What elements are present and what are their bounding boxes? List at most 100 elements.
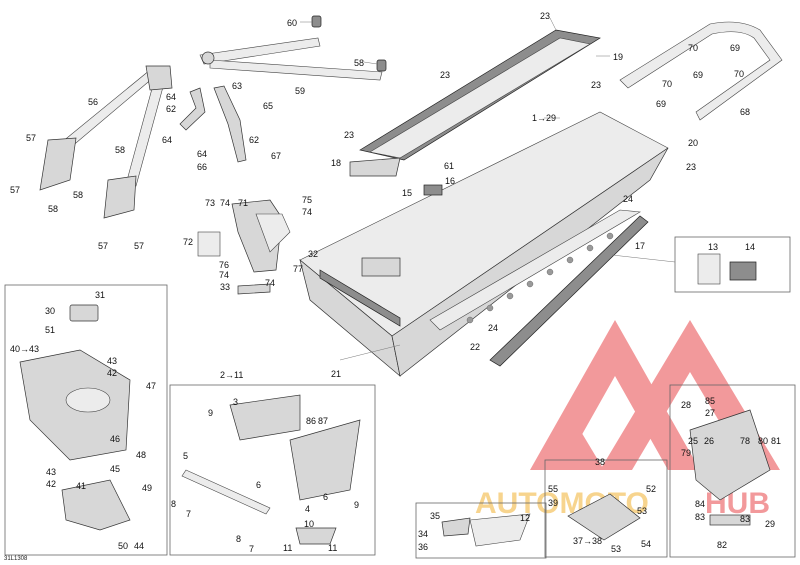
callout-c64: 42 [107, 368, 117, 378]
skid-plate-parts [181, 394, 361, 545]
callout-c77: 9 [208, 408, 213, 418]
callout-c98: 52 [646, 484, 656, 494]
bracket-assembly [197, 199, 291, 295]
callout-c76: 3 [233, 397, 238, 407]
callout-c108: 26 [704, 436, 714, 446]
callout-c96: 38 [595, 457, 605, 467]
callouts: 60 59 58 56 57 57 58 58 58 57 57 64 62 6… [10, 11, 781, 554]
box-parts-37 [544, 459, 668, 558]
callout-c17: 62 [249, 135, 259, 145]
callout-c6: 57 [10, 185, 20, 195]
callout-c8: 58 [115, 145, 125, 155]
callout-c23: 71 [238, 198, 248, 208]
callout-c3: 58 [354, 58, 364, 68]
callout-c30: 33 [220, 282, 230, 292]
callout-c103: 54 [641, 539, 651, 549]
callout-c1: 60 [287, 18, 297, 28]
callout-c56: 21 [331, 369, 341, 379]
diagram-code: 31L1308 [4, 556, 28, 562]
callout-c68: 45 [110, 464, 120, 474]
callout-c35: 23 [591, 80, 601, 90]
callout-c48: 68 [740, 107, 750, 117]
callout-c55: 22 [470, 342, 480, 352]
callout-c53: 17 [635, 241, 645, 251]
running-board-holes [466, 232, 614, 324]
callout-c106: 27 [705, 408, 715, 418]
callout-c93: 12 [520, 513, 530, 523]
callout-c58: 14 [745, 242, 755, 252]
callout-c57: 13 [708, 242, 718, 252]
callout-c7: 58 [48, 204, 58, 214]
callout-c28: 74 [219, 270, 229, 280]
leader-lines [300, 17, 676, 361]
callout-c89: 7 [249, 544, 254, 554]
callout-c15: 63 [232, 81, 242, 91]
callout-c51: 32 [308, 249, 318, 259]
callout-c113: 84 [695, 499, 705, 509]
parts-12 [441, 513, 531, 547]
front-mount-parts [19, 304, 131, 531]
callout-c83: 7 [186, 509, 191, 519]
box-parts-13-14 [674, 236, 791, 293]
callout-c40: 16 [445, 176, 455, 186]
callout-c60: 30 [45, 306, 55, 316]
callout-c73: 50 [118, 541, 128, 551]
callout-c90: 11 [283, 543, 292, 553]
callout-c38: 61 [444, 161, 454, 171]
callout-c94: 34 [418, 529, 428, 539]
callout-c116: 29 [765, 519, 775, 529]
callout-c81: 6 [256, 480, 261, 490]
callout-c107: 25 [688, 436, 698, 446]
callout-c9: 58 [73, 190, 83, 200]
callout-c54: 24 [488, 323, 498, 333]
callout-c12: 64 [166, 92, 176, 102]
callout-c42: 70 [688, 43, 698, 53]
callout-c22: 74 [220, 198, 230, 208]
callout-c102: 53 [611, 544, 621, 554]
callout-c59: 31 [95, 290, 105, 300]
callout-c46: 70 [662, 79, 672, 89]
callout-c11: 57 [134, 241, 144, 251]
callout-c112: 79 [681, 448, 691, 458]
callout-c52: 24 [623, 194, 633, 204]
callout-c72: 49 [142, 483, 152, 493]
callout-c24: 72 [183, 237, 193, 247]
callout-c34: 23 [440, 70, 450, 80]
callout-c109: 78 [740, 436, 750, 446]
rear-bumper [619, 21, 783, 121]
callout-c80: 5 [183, 451, 188, 461]
callout-c33: 19 [613, 52, 623, 62]
callout-c13: 62 [166, 104, 176, 114]
box-skid-plate [169, 384, 376, 556]
callout-c87: 10 [304, 519, 314, 529]
callout-c32: 23 [540, 11, 550, 21]
callout-c85: 6 [323, 492, 328, 502]
callout-c70: 42 [46, 479, 56, 489]
callout-c92: 35 [430, 511, 440, 521]
suspension-frame [39, 65, 173, 219]
callout-c14: 64 [162, 135, 172, 145]
callout-c26: 74 [302, 207, 312, 217]
callout-c50: 23 [686, 162, 696, 172]
parts-37 [567, 493, 641, 541]
callout-c65: 47 [146, 381, 156, 391]
callout-c101: 37→38 [573, 536, 602, 546]
callout-c115: 83 [740, 514, 750, 524]
callout-c18: 64 [197, 149, 207, 159]
callout-c88: 8 [236, 534, 241, 544]
callout-c2: 59 [295, 86, 305, 96]
callout-c67: 48 [136, 450, 146, 460]
callout-c47: 69 [656, 99, 666, 109]
box-rear-parts [669, 384, 796, 558]
callout-c25: 75 [302, 195, 312, 205]
callout-c79: 87 [318, 416, 328, 426]
callout-c49: 20 [688, 138, 698, 148]
callout-c27: 76 [219, 260, 229, 270]
callout-c31: 74 [265, 278, 275, 288]
callout-c41: 15 [402, 188, 412, 198]
callout-c37: 1→29 [532, 113, 556, 123]
callout-c104: 28 [681, 400, 691, 410]
callout-c69: 43 [46, 467, 56, 477]
front-frame-tube [199, 15, 387, 81]
